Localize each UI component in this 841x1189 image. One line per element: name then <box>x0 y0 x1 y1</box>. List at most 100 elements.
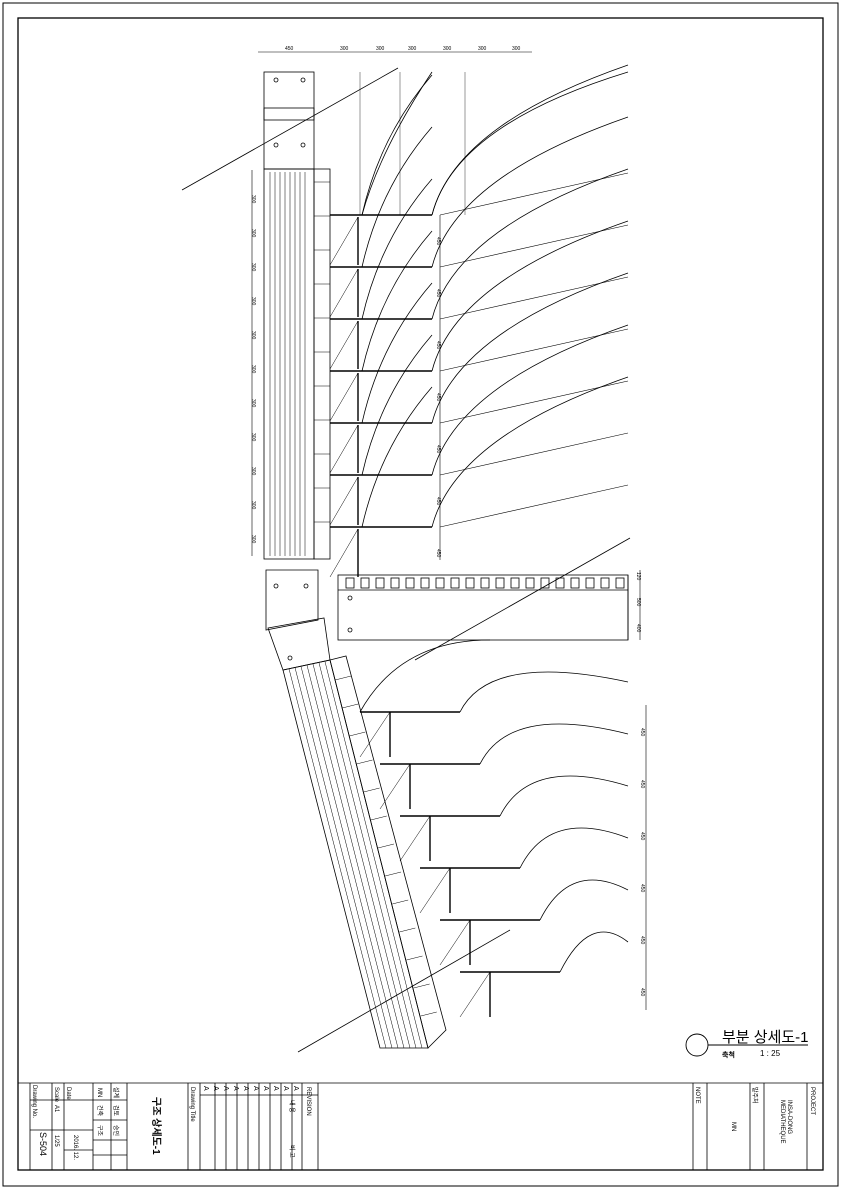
role-a: 건축 <box>96 1105 104 1117</box>
fin-edge <box>439 380 629 424</box>
drawing-title-label: Drawing Title <box>189 1087 195 1122</box>
revision-mark: A <box>262 1086 269 1091</box>
curved-fin <box>431 220 629 372</box>
upper-fin-dim-label: 450 <box>435 549 441 558</box>
top-dim-label: 300 <box>443 46 452 52</box>
brace-line <box>439 919 471 966</box>
curved-fin <box>431 376 629 528</box>
deck-rib <box>420 577 430 589</box>
curved-fin-inner <box>361 230 433 372</box>
owner-label: 발주처 <box>751 1087 759 1104</box>
deck-rib <box>465 577 475 589</box>
upper-column-head <box>263 71 315 170</box>
column-hatch-line <box>312 663 411 1049</box>
curved-fin <box>431 272 629 424</box>
column-hatch-line <box>306 665 405 1049</box>
cladding-joint <box>356 759 373 765</box>
column-hatch-line <box>324 661 423 1049</box>
lower-fin-dim-label: 450 <box>639 728 645 737</box>
date-label: Date <box>65 1087 71 1100</box>
cladding-joint <box>377 843 395 849</box>
brace-line <box>459 971 491 1018</box>
column-dim-label: 300 <box>250 297 256 306</box>
fin-edge <box>439 484 629 528</box>
cladding-joint <box>342 703 359 709</box>
column-dim-label: 300 <box>250 365 256 374</box>
column-dim-label: 300 <box>250 195 256 204</box>
brace-line <box>359 711 391 758</box>
column-hatch-line <box>318 662 417 1049</box>
cladding-joint <box>399 927 416 933</box>
bolt <box>347 595 353 601</box>
drafter-label: 설계 <box>112 1087 120 1098</box>
upper-connection-plate <box>263 107 315 121</box>
beam-dim-label: 400 <box>635 624 641 633</box>
curved-fin-inner <box>361 71 433 216</box>
brace-line <box>329 476 359 526</box>
deck-rib <box>375 577 385 589</box>
title-block <box>18 1082 823 1170</box>
detail-title: 부분 상세도-1 <box>722 1029 809 1046</box>
column-dim-label: 300 <box>250 535 256 544</box>
drawing-title: 구조 상세도-1 <box>150 1097 163 1155</box>
cladding-joint <box>349 731 366 737</box>
deck-rib <box>525 577 535 589</box>
lower-fin-dim-label: 450 <box>639 884 645 893</box>
curved-fin <box>431 168 629 320</box>
curved-fin-inner <box>361 74 433 216</box>
brace-line <box>329 268 359 318</box>
brace-line <box>329 528 359 578</box>
revision-mark: A <box>272 1086 279 1091</box>
deck-rib <box>345 577 355 589</box>
column-dim-label: 300 <box>250 229 256 238</box>
check-label: 검토 <box>112 1105 119 1117</box>
curved-fin-inner <box>361 126 433 268</box>
date-value: 2016. 12. <box>72 1135 78 1160</box>
brace-line <box>329 320 359 370</box>
top-dim-label: 450 <box>285 46 294 52</box>
upper-column-cladding <box>313 168 331 560</box>
section-drawing <box>181 51 647 1053</box>
fin-edge <box>439 432 629 476</box>
brace-line <box>329 216 359 266</box>
upper-fin-dim-label: 450 <box>435 289 441 298</box>
column-dim-label: 300 <box>250 399 256 408</box>
revision-note: 비 고 <box>288 1145 296 1158</box>
lower-column-cladding <box>329 655 447 1049</box>
cladding-joint <box>363 787 380 793</box>
revision-mark: A <box>282 1086 289 1091</box>
lower-fin-dim-label: 450 <box>639 988 645 997</box>
project-name-1: INSA-DONG <box>786 1100 792 1134</box>
deck-rib <box>495 577 505 589</box>
scale-block-value-2: 1/25 <box>53 1135 59 1147</box>
bolt <box>273 77 279 83</box>
fin-edge <box>439 172 629 216</box>
upper-fin-dim-label: 450 <box>435 237 441 246</box>
curved-fin-inner <box>361 178 433 320</box>
curved-fin <box>559 931 629 973</box>
bolt <box>300 77 306 83</box>
deck-rib <box>480 577 490 589</box>
drawing-no: S-504 <box>38 1132 48 1156</box>
lower-column-head <box>265 569 319 631</box>
deck-rib <box>615 577 625 589</box>
brace-line <box>379 763 411 810</box>
deck-rib <box>510 577 520 589</box>
column-dim-label: 300 <box>250 501 256 510</box>
column-dim-label: 300 <box>250 331 256 340</box>
deck-rib <box>405 577 415 589</box>
deck-rib <box>540 577 550 589</box>
fin-edge <box>439 224 629 268</box>
revision-label: REVISION <box>305 1087 311 1116</box>
column-dim-label: 300 <box>250 433 256 442</box>
curved-fin <box>539 879 629 921</box>
detail-marker <box>685 1033 709 1057</box>
curved-fin <box>431 116 629 268</box>
cladding-joint <box>335 675 352 681</box>
drawing-no-label: Drawing No. <box>31 1085 37 1118</box>
lower-fin-dim-label: 450 <box>639 780 645 789</box>
curved-fin <box>479 723 629 765</box>
deck-rib <box>360 577 370 589</box>
